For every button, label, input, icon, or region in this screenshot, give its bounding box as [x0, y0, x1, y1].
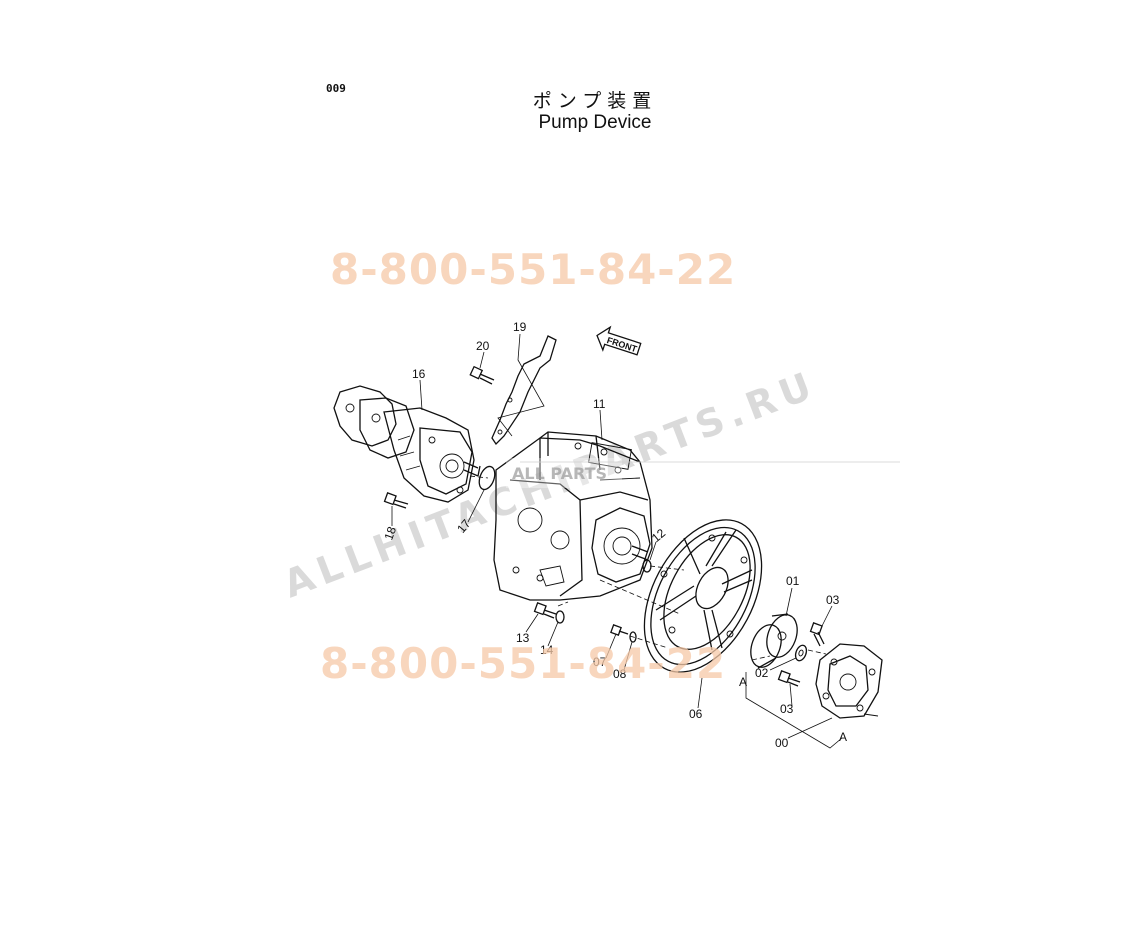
page-title-english: Pump Device	[538, 112, 652, 133]
callout-03-lower: 03	[780, 702, 794, 716]
front-arrow-icon: FRONT	[596, 325, 642, 356]
washer-part-14	[555, 610, 565, 624]
callout-08: 08	[613, 667, 627, 681]
bolt-part-18	[383, 492, 409, 509]
o-ring-part-17	[478, 465, 496, 491]
page-title-japanese: ポンプ装置	[532, 90, 658, 112]
callout-06: 06	[689, 707, 703, 721]
flywheel-housing-part-06	[643, 519, 763, 673]
washer-part-08	[629, 631, 637, 643]
hub-part-01	[750, 613, 798, 669]
callout-07: 07	[593, 655, 607, 669]
callout-00: 00	[775, 736, 789, 750]
coupling-part-00	[815, 643, 883, 719]
main-pump-part-11	[493, 431, 653, 601]
watermark-logo-background	[506, 458, 622, 488]
leader-lines	[391, 333, 843, 749]
bolt-part-03-upper	[809, 622, 825, 647]
watermark-phone-bottom: 8-800-551-84-22	[320, 639, 726, 688]
watermark-phone-top: 8-800-551-84-22	[330, 245, 736, 294]
assembly-line	[469, 475, 685, 649]
bolt-part-03-lower	[777, 670, 801, 687]
callout-18: 18	[381, 524, 399, 542]
callout-11: 11	[593, 397, 606, 411]
callout-01: 01	[786, 574, 800, 588]
page-code: 009	[326, 82, 346, 95]
callout-a-upper: A	[739, 675, 747, 689]
callout-16: 16	[412, 367, 426, 381]
callout-03-upper: 03	[826, 593, 840, 607]
callout-14: 14	[540, 643, 554, 657]
bolt-part-07	[610, 624, 629, 636]
callout-19: 19	[513, 320, 527, 334]
assembly-line	[751, 649, 827, 661]
bracket-part-19	[491, 335, 557, 446]
callout-02: 02	[755, 666, 769, 680]
watermark-logo: ALL PARTS	[512, 464, 607, 483]
callout-a-lower: A	[839, 730, 847, 744]
bolt-part-13	[533, 602, 557, 619]
callout-20: 20	[476, 339, 490, 353]
callout-13: 13	[516, 631, 530, 645]
washer-part-02	[794, 644, 808, 662]
bolt-part-20	[469, 365, 495, 385]
gear-pump-part-16	[333, 385, 481, 503]
